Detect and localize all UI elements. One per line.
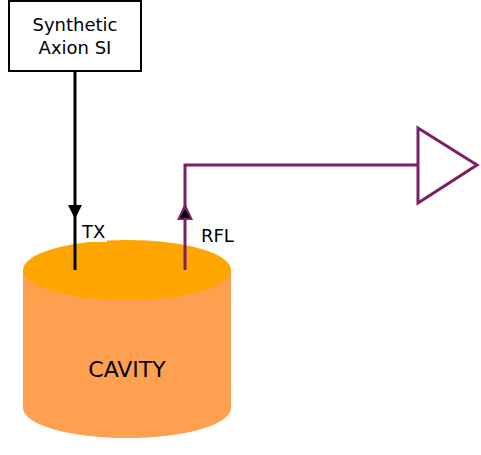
tx-port [74, 240, 77, 270]
cavity-label: CAVITY [23, 357, 231, 382]
signal-edge [75, 72, 76, 240]
cavity-cylinder: CAVITY [23, 240, 231, 440]
rfl-arrowhead-core [180, 209, 190, 218]
rfl-arrowhead [177, 203, 193, 220]
rfl-wire [177, 128, 477, 240]
port-label: TX [80, 222, 107, 242]
source-label: Synthetic Axion SI [10, 13, 140, 60]
amplifier-symbol [418, 128, 477, 203]
cylinder-top [23, 240, 231, 300]
cylinder-outline [23, 240, 231, 440]
source-box: Synthetic Axion SI [8, 0, 142, 72]
port-label: RFL [199, 226, 236, 246]
tx-line [74, 72, 77, 240]
rfl-port [184, 240, 187, 270]
